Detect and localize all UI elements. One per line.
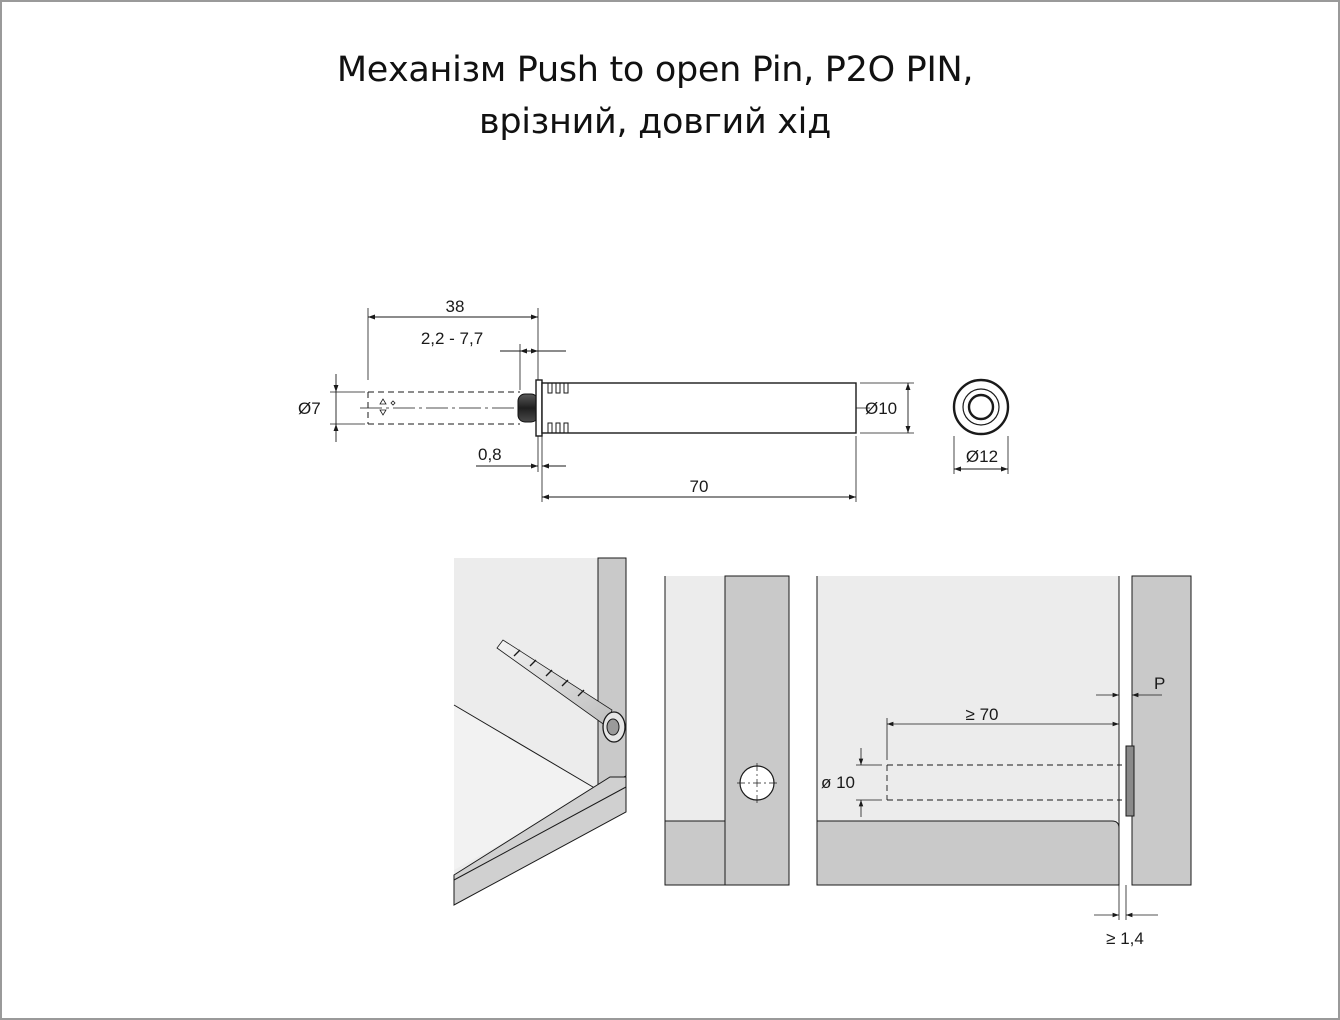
page-title: Механізм Push to open Pin, P2O PIN, вріз… xyxy=(0,44,1310,148)
dim-gap-label: P xyxy=(1154,674,1165,693)
flange xyxy=(535,379,543,437)
dim-min-gap: ≥ 1,4 xyxy=(1106,929,1144,948)
isometric-view xyxy=(453,557,627,906)
body-ribs xyxy=(547,382,569,434)
dim-stroke-range: 2,2 - 7,7 xyxy=(421,329,483,348)
dimension-lines xyxy=(333,314,911,500)
dim-hole-diameter: ø 10 xyxy=(821,773,855,792)
pin-symbols xyxy=(379,398,396,416)
mechanism-side-view xyxy=(330,308,914,502)
dim-body-length: 70 xyxy=(690,477,709,496)
dim-body-diameter: Ø10 xyxy=(865,399,897,418)
front-panel-view xyxy=(664,575,790,886)
dim-flange-diameter: Ø12 xyxy=(966,447,998,466)
dim-pin-diameter: Ø7 xyxy=(298,399,321,418)
title-line-1: Механізм Push to open Pin, P2O PIN, xyxy=(336,50,974,90)
title-line-2: врізний, довгий хід xyxy=(479,102,831,142)
dim-total-length: 38 xyxy=(446,297,465,316)
section-view xyxy=(816,575,1192,920)
dim-min-depth: ≥ 70 xyxy=(966,705,999,724)
pusher-head xyxy=(517,393,539,423)
body-tube xyxy=(541,382,857,434)
isometric-pin xyxy=(496,639,626,743)
mechanism-end-view xyxy=(952,378,1010,474)
dim-flange-thickness: 0,8 xyxy=(478,445,502,464)
extension-lines xyxy=(330,308,914,502)
